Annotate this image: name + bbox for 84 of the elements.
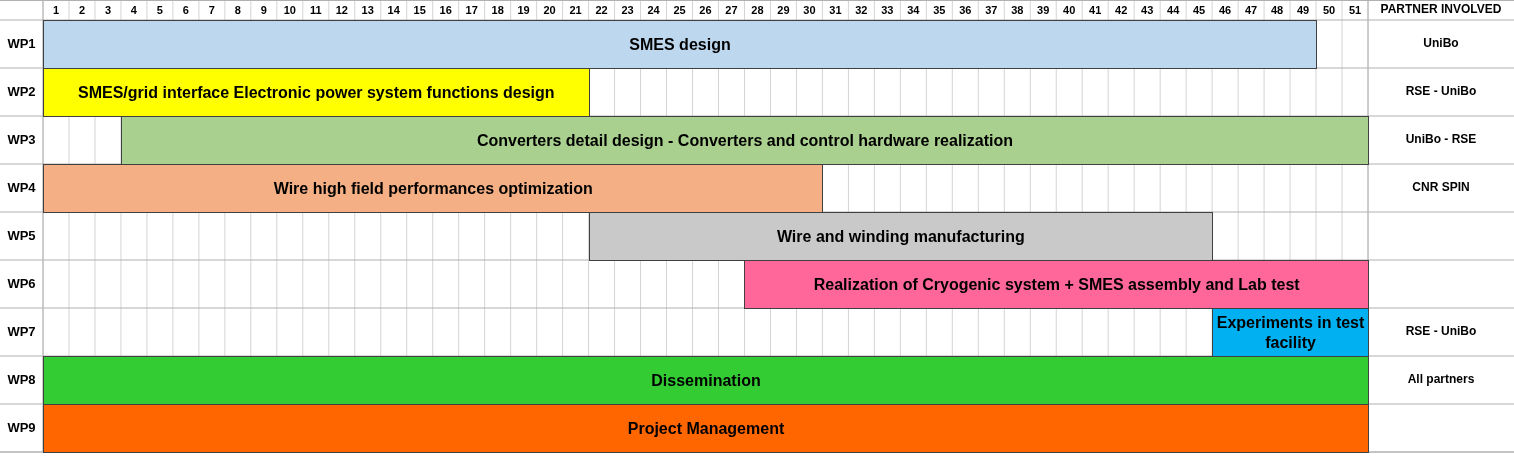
month-number: 26	[699, 2, 712, 18]
task-label: Wire and winding manufacturing	[776, 226, 1025, 247]
month-number: 13	[361, 2, 374, 18]
month-number: 19	[517, 2, 530, 18]
month-number: 40	[1063, 2, 1076, 18]
month-number: 7	[208, 2, 215, 18]
month-number: 32	[855, 2, 868, 18]
month-number: 39	[1037, 2, 1050, 18]
task-label: Experiments in test facility	[1215, 313, 1366, 352]
task-bar	[588, 212, 1214, 261]
task-label: Dissemination	[651, 370, 761, 391]
month-number: 20	[543, 2, 556, 18]
month-number: 31	[829, 2, 842, 18]
work-package-label: WP9	[7, 419, 36, 437]
month-number: 42	[1115, 2, 1128, 18]
month-number: 36	[959, 2, 972, 18]
month-number: 38	[1011, 2, 1024, 18]
month-number: 3	[104, 2, 111, 18]
month-number: 21	[569, 2, 582, 18]
month-number: 37	[985, 2, 998, 18]
month-number: 44	[1167, 2, 1180, 18]
month-number: 30	[803, 2, 816, 18]
month-number: 6	[182, 2, 189, 18]
month-number: 46	[1218, 2, 1232, 18]
work-package-label: WP7	[7, 323, 36, 341]
partner-label: UniBo	[1423, 36, 1459, 52]
month-number: 2	[78, 2, 85, 18]
month-number: 16	[439, 2, 452, 18]
month-number: 51	[1348, 2, 1362, 18]
work-package-label: WP2	[7, 83, 36, 101]
month-number: 50	[1322, 2, 1336, 18]
month-number: 33	[881, 2, 894, 18]
month-number: 11	[309, 2, 322, 18]
work-package-label: WP3	[7, 131, 36, 149]
task-bar	[43, 404, 1369, 453]
month-number: 9	[260, 2, 267, 18]
task-label: Realization of Cryogenic system + SMES assembly and Lab test	[813, 274, 1300, 295]
month-number: 45	[1193, 2, 1206, 18]
month-number: 28	[751, 2, 764, 18]
month-number: 18	[491, 2, 504, 18]
task-bar	[43, 356, 1369, 405]
month-number: 47	[1244, 2, 1258, 18]
partner-label: All partners	[1407, 372, 1475, 388]
partner-label: UniBo - RSE	[1405, 132, 1477, 148]
month-number: 10	[283, 2, 296, 18]
month-number: 14	[387, 2, 400, 18]
task-label: SMES design	[629, 34, 731, 55]
work-package-label: WP8	[7, 371, 36, 389]
month-number: 34	[907, 2, 920, 18]
task-bar	[120, 116, 1369, 165]
month-number: 8	[234, 2, 241, 18]
work-package-label: WP6	[7, 275, 36, 293]
month-number: 49	[1296, 2, 1310, 18]
month-number: 17	[465, 2, 478, 18]
task-bar	[744, 260, 1369, 309]
month-number: 35	[933, 2, 946, 18]
task-bar	[43, 68, 590, 117]
task-label: Wire high field performances optimization	[273, 178, 593, 199]
task-bar	[43, 164, 824, 213]
partner-label: CNR SPIN	[1412, 180, 1470, 196]
month-number: 23	[621, 2, 634, 18]
month-number: 1	[52, 2, 60, 18]
task-label: Project Management	[627, 418, 785, 439]
month-number: 22	[595, 2, 608, 18]
work-package-label: WP4	[7, 179, 36, 197]
task-bar	[43, 20, 1318, 69]
month-number: 27	[725, 2, 738, 18]
month-number: 24	[647, 2, 660, 18]
month-number: 15	[413, 2, 426, 18]
partner-label: RSE - UniBo	[1405, 84, 1477, 100]
month-number: 4	[130, 2, 137, 18]
month-number: 12	[335, 2, 348, 18]
month-number: 25	[673, 2, 686, 18]
partner-label: RSE - UniBo	[1405, 324, 1477, 340]
month-number: 5	[156, 2, 163, 18]
month-number: 41	[1089, 2, 1102, 18]
month-number: 43	[1141, 2, 1154, 18]
work-package-label: WP1	[7, 35, 36, 53]
task-label: SMES/grid interface Electronic power system functions design	[78, 82, 555, 103]
month-number: 29	[777, 2, 790, 18]
column-header: PARTNER INVOLVED	[1380, 2, 1502, 18]
work-package-label: WP5	[7, 227, 36, 245]
month-number: 48	[1270, 2, 1284, 18]
task-label: Converters detail design - Converters and control hardware realization	[476, 130, 1014, 151]
